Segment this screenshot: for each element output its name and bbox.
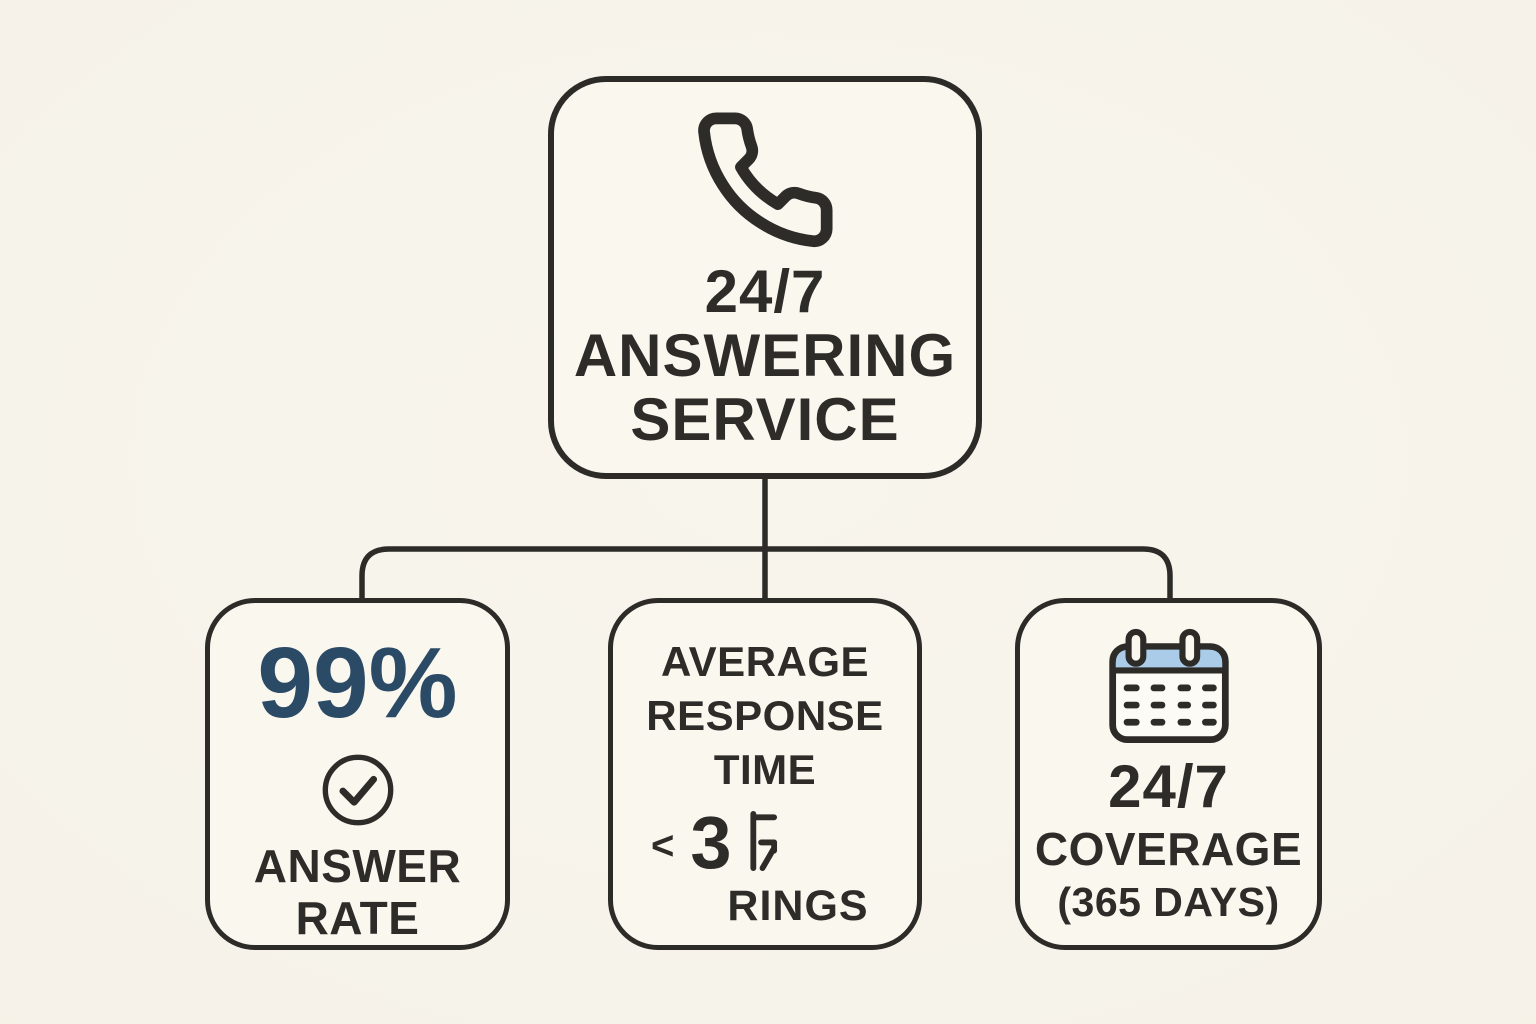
phone-icon — [698, 112, 833, 248]
response-time-title-line2: RESPONSE — [646, 691, 884, 739]
malformed-r-glyph-icon — [749, 811, 777, 872]
answer-rate-stat: 99% — [257, 627, 458, 739]
node-answer-rate: 99% ANSWER RATE — [205, 598, 510, 950]
coverage-line2: COVERAGE — [1034, 823, 1303, 875]
coverage-line3: (365 DAYS) — [1057, 878, 1280, 925]
answer-rate-label-line2: RATE — [295, 892, 420, 945]
node-response-time: AVERAGE RESPONSE TIME < 3 RINGS — [608, 598, 922, 950]
root-title-line3: SERVICE — [630, 386, 900, 454]
response-time-title: AVERAGE RESPONSE TIME — [646, 635, 883, 796]
root-title-line1: 24/7 — [704, 258, 826, 325]
connector-rail — [359, 546, 1173, 602]
root-title-line2: ANSWERING — [573, 322, 957, 390]
node-answering-service: 24/7 ANSWERING SERVICE — [548, 76, 982, 479]
response-time-title-line3: TIME — [713, 745, 817, 793]
root-title: 24/7 ANSWERING SERVICE — [573, 258, 957, 454]
less-than-sign: < — [651, 823, 675, 868]
calendar-grid — [1123, 684, 1217, 726]
rings-stat-row: < 3 — [613, 806, 917, 880]
node-coverage: 24/7 COVERAGE (365 DAYS) — [1015, 598, 1322, 950]
rings-count: 3 — [690, 801, 732, 885]
check-circle-icon — [322, 754, 393, 826]
response-time-title-line1: AVERAGE — [660, 638, 870, 685]
coverage-line1: 24/7 — [1108, 753, 1229, 820]
calendar-icon — [1108, 628, 1229, 744]
answer-rate-label-line1: ANSWER — [253, 840, 462, 893]
answer-rate-label: ANSWER RATE — [253, 840, 462, 945]
rings-unit-label: RINGS — [727, 882, 869, 931]
